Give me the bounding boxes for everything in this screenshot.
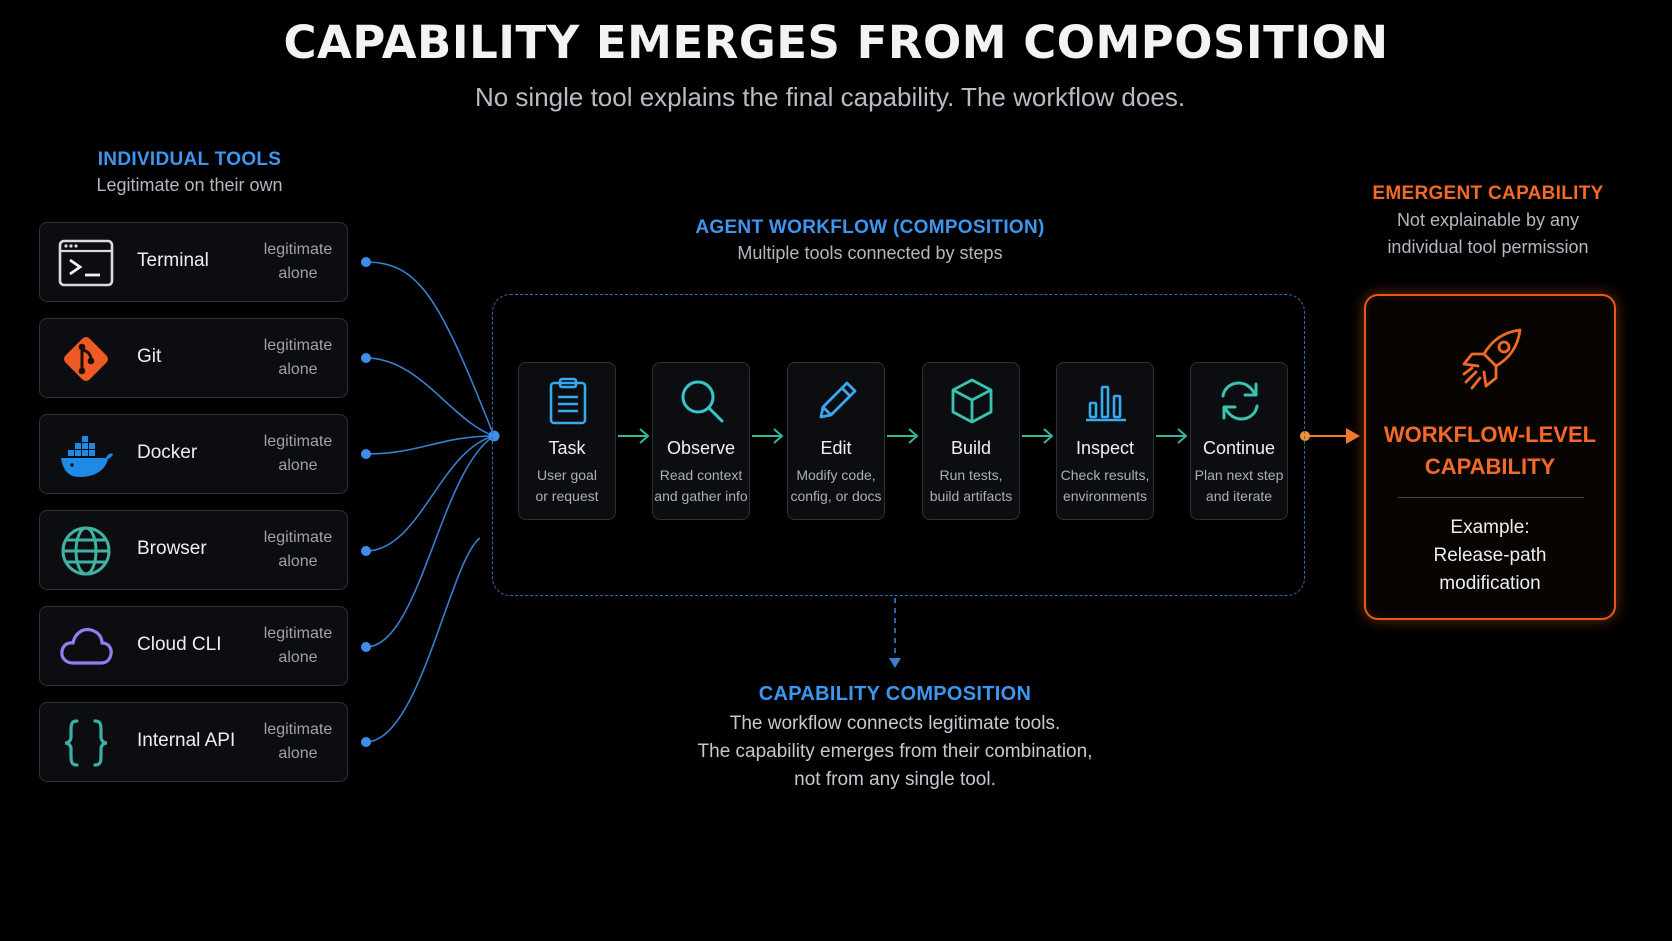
connector-docker <box>365 435 495 455</box>
rocket-icon <box>1462 328 1522 390</box>
braces-icon <box>64 719 108 767</box>
page-subtitle: No single tool explains the final capabi… <box>474 82 1186 112</box>
composition-section: CAPABILITY COMPOSITION The workflow conn… <box>600 683 1190 794</box>
globe-icon <box>61 526 111 576</box>
step-title: Inspect <box>1075 438 1135 458</box>
composition-arrow <box>889 598 901 668</box>
pencil-icon <box>819 381 857 419</box>
cube-icon <box>951 378 993 424</box>
step-title: Continue <box>1202 438 1276 458</box>
connector-terminal <box>365 261 495 437</box>
tool-name: Internal API <box>137 730 236 751</box>
divider <box>1398 497 1584 498</box>
page-title: CAPABILITY EMERGES FROM COMPOSITION <box>283 16 1389 69</box>
step-title: Edit <box>820 438 852 458</box>
workflow-frame <box>492 294 1305 596</box>
arrow-inspect-continue <box>1156 428 1188 444</box>
connector-cloud-cli <box>365 435 495 648</box>
step-arrows <box>618 428 1188 444</box>
step-description: Modify code,config, or docs <box>790 467 882 504</box>
arrow-edit-build <box>887 428 919 444</box>
tools-heading: INDIVIDUAL TOOLS <box>97 149 282 170</box>
workflow-step-build: Build Run tests,build artifacts <box>922 362 1020 520</box>
workflow-step-edit: Edit Modify code,config, or docs <box>787 362 885 520</box>
emergent-heading: EMERGENT CAPABILITY <box>1372 183 1604 204</box>
arrow-observe-edit <box>752 428 784 444</box>
arrow-task-observe <box>618 428 650 444</box>
refresh-icon <box>1221 381 1259 421</box>
tools-section-header: INDIVIDUAL TOOLS Legitimate on their own <box>39 149 340 199</box>
workflow-step-inspect: Inspect Check results,environments <box>1056 362 1154 520</box>
git-icon <box>64 337 108 381</box>
step-description: Check results,environments <box>1060 467 1150 504</box>
emergent-example: Example: Release-path modification <box>1433 517 1547 594</box>
step-title: Build <box>950 438 992 458</box>
arrow-build-inspect <box>1022 428 1054 444</box>
workflow-heading: AGENT WORKFLOW (COMPOSITION) <box>695 217 1045 238</box>
bar-chart-icon <box>1086 385 1126 422</box>
tool-name: Docker <box>137 442 198 463</box>
step-title: Task <box>548 438 586 458</box>
tool-name: Terminal <box>137 250 209 271</box>
terminal-icon <box>58 239 114 287</box>
connector-git <box>365 357 495 437</box>
connector-internal-api <box>365 537 481 743</box>
docker-icon <box>61 436 113 477</box>
tool-to-workflow-connectors <box>365 261 495 743</box>
tool-name: Browser <box>137 538 207 559</box>
clipboard-icon <box>549 377 587 425</box>
composition-text: The workflow connects legitimate tools. … <box>697 713 1093 790</box>
connector-browser <box>365 435 495 552</box>
output-arrow <box>1300 428 1360 444</box>
tool-name: Cloud CLI <box>137 634 222 655</box>
emergent-section-header: EMERGENT CAPABILITY Not explainable by a… <box>1348 183 1628 261</box>
connector-dots <box>361 257 500 747</box>
magnifier-icon <box>681 380 724 423</box>
workflow-subheading: Multiple tools connected by steps <box>737 243 1003 263</box>
tools-subheading: Legitimate on their own <box>96 175 283 195</box>
composition-heading: CAPABILITY COMPOSITION <box>758 683 1032 705</box>
tool-name: Git <box>137 346 162 367</box>
workflow-section-header: AGENT WORKFLOW (COMPOSITION) Multiple to… <box>610 217 1130 267</box>
cloud-icon <box>60 627 113 665</box>
step-title: Observe <box>666 438 736 458</box>
step-description: Run tests,build artifacts <box>929 467 1013 504</box>
